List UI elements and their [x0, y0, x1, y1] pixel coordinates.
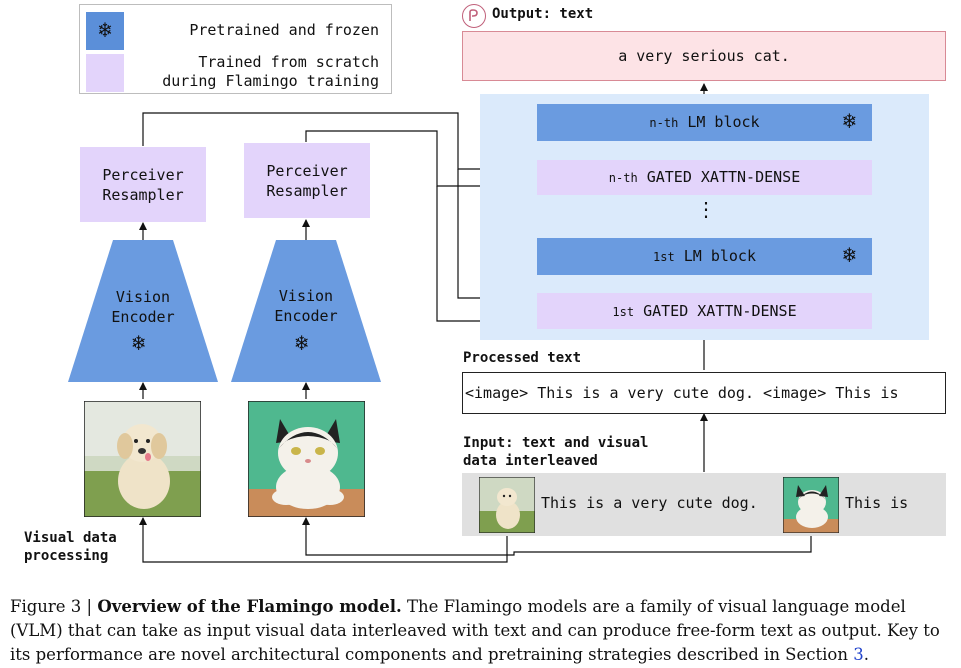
- first-gated-xattn-block: 1st GATED XATTN-DENSE: [537, 293, 872, 329]
- snowflake-icon: ❄: [295, 331, 309, 356]
- caption-body: The Flamingo models are a family of visu…: [10, 597, 940, 664]
- processed-text-label: Processed text: [463, 350, 582, 366]
- nth-gated-xattn-block: n-th GATED XATTN-DENSE: [537, 160, 872, 195]
- nth-xattn-label: GATED XATTN-DENSE: [646, 168, 801, 186]
- snowflake-icon: ❄: [132, 331, 146, 356]
- first-lm-block: 1st LM block ❄: [537, 238, 872, 275]
- input-label: Input: text and visual data interleaved: [463, 435, 649, 469]
- legend-frozen-swatch: ❄: [86, 12, 124, 50]
- vision-encoder-2-shape: [231, 240, 381, 382]
- nth-lm-prefix: n-th: [649, 116, 679, 130]
- nth-xattn-prefix: n-th: [608, 171, 638, 185]
- snowflake-icon: ❄: [842, 109, 856, 134]
- input-text-1: This is a very cute dog.: [541, 494, 758, 512]
- legend-trained-swatch: [86, 54, 124, 92]
- vision-encoder-1-shape: [68, 240, 218, 382]
- flamingo-logo-icon: [462, 4, 486, 28]
- output-label: Output: text: [492, 6, 594, 22]
- snowflake-icon: ❄: [98, 18, 112, 43]
- vision-encoder-1-label: Vision Encoder: [111, 288, 175, 326]
- first-xattn-label: GATED XATTN-DENSE: [643, 301, 797, 320]
- legend-frozen-label: Pretrained and frozen: [189, 21, 379, 39]
- snowflake-icon: ❄: [842, 243, 856, 268]
- legend: ❄ Pretrained and frozen Trained from scr…: [79, 4, 392, 94]
- caption-suffix: .: [863, 645, 869, 664]
- input-dog-thumbnail: [479, 477, 535, 533]
- stack-ellipsis: ⋮: [696, 197, 716, 221]
- perceiver-resampler-2: Perceiver Resampler: [244, 143, 370, 218]
- caption-title: Overview of the Flamingo model.: [97, 597, 402, 616]
- first-xattn-prefix: 1st: [612, 304, 635, 319]
- figure-caption: Figure 3 | Overview of the Flamingo mode…: [10, 595, 955, 667]
- legend-trained-label: Trained from scratch during Flamingo tra…: [162, 53, 379, 90]
- flamingo-glyph: [469, 9, 478, 21]
- first-lm-prefix: 1st: [653, 250, 675, 264]
- vision-encoder-2-label: Vision Encoder: [274, 287, 338, 325]
- input-strip: [462, 473, 946, 536]
- visual-data-processing-label: Visual data processing: [24, 530, 117, 564]
- output-text-box: a very serious cat.: [462, 31, 946, 81]
- perceiver-resampler-1: Perceiver Resampler: [80, 147, 206, 222]
- processed-text-box: <image> This is a very cute dog. <image>…: [462, 372, 946, 414]
- caption-prefix: Figure 3 |: [10, 597, 98, 616]
- input-text-2: This is: [845, 494, 909, 512]
- nth-lm-label: LM block: [687, 113, 760, 131]
- cat-image: [248, 401, 365, 517]
- section-ref-link[interactable]: 3: [853, 645, 864, 664]
- first-lm-label: LM block: [683, 247, 756, 265]
- nth-lm-block: n-th LM block ❄: [537, 104, 872, 141]
- dog-image: [84, 401, 201, 517]
- input-cat-thumbnail: [783, 477, 839, 533]
